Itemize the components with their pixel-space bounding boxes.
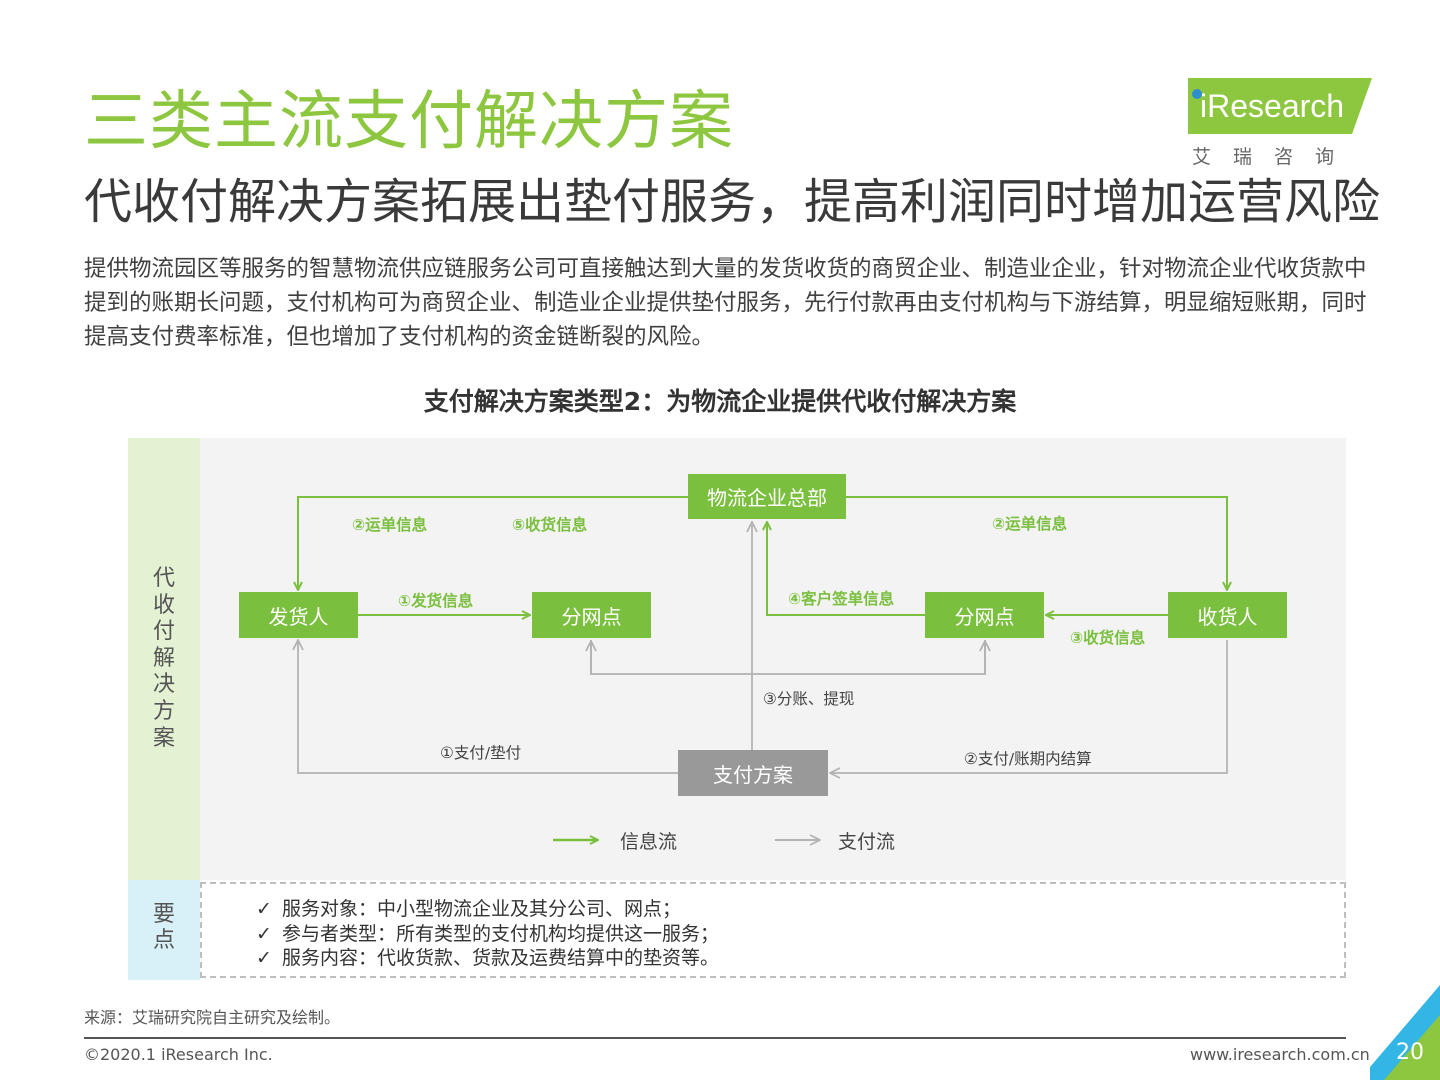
- corner-green-shape: [1384, 1015, 1440, 1080]
- logo-dot-icon: [1192, 89, 1202, 99]
- flow-branch-to-hq: [767, 522, 925, 616]
- page-title: 三类主流支付解决方案: [84, 85, 734, 159]
- source-note: 来源：艾瑞研究院自主研究及绘制。: [84, 1008, 341, 1027]
- keypoint-item: 服务对象：中小型物流企业及其分公司、网点；: [256, 897, 719, 922]
- side-label-text: 代收付解决方案: [152, 566, 175, 751]
- node-branch-left: 分网点: [532, 592, 651, 638]
- legend-info-label: 信息流: [620, 831, 678, 853]
- side-label-panel: [128, 438, 200, 880]
- logo-text: iResearch: [1200, 88, 1345, 124]
- label-waybill-right: ②运单信息: [992, 515, 1068, 533]
- logo-subtitle: 艾瑞咨询: [1192, 146, 1357, 168]
- legend-payment-label: 支付流: [838, 831, 896, 853]
- label-receipt-top: ⑤收货信息: [512, 516, 588, 534]
- page-number: 20: [1396, 1040, 1424, 1065]
- label-waybill-left: ②运单信息: [352, 516, 428, 534]
- keypoint-label-panel: [128, 880, 200, 980]
- keypoint-item: 服务内容：代收货款、货款及运费结算中的垫资等。: [256, 946, 719, 971]
- pay-flow-advance: [298, 640, 678, 774]
- node-hq: 物流企业总部: [688, 474, 846, 519]
- label-settle: ②支付/账期内结算: [964, 750, 1092, 768]
- flow-hq-to-receiver: [846, 496, 1227, 590]
- footer-divider: [84, 1037, 1346, 1039]
- label-shipping-info: ①发货信息: [398, 592, 474, 610]
- keypoint-item: 参与者类型：所有类型的支付机构均提供这一服务；: [256, 922, 719, 947]
- corner-decoration: [1370, 985, 1440, 1080]
- intro-paragraph: 提供物流园区等服务的智慧物流供应链服务公司可直接触达到大量的发货收货的商贸企业、…: [84, 256, 1367, 350]
- label-sign-info: ④客户签单信息: [788, 590, 895, 608]
- copyright: ©2020.1 iResearch Inc.: [84, 1045, 273, 1064]
- diagram-title: 支付解决方案类型2：为物流企业提供代收付解决方案: [423, 387, 1017, 416]
- label-split: ③分账、提现: [763, 690, 855, 708]
- keypoint-list: 服务对象：中小型物流企业及其分公司、网点； 参与者类型：所有类型的支付机构均提供…: [256, 897, 719, 971]
- pay-flow-settle: [830, 640, 1228, 773]
- logo-banner: [1188, 78, 1372, 134]
- node-shipper: 发货人: [239, 592, 358, 638]
- node-branch-right: 分网点: [925, 592, 1044, 638]
- website-link[interactable]: www.iresearch.com.cn: [1190, 1045, 1370, 1064]
- keypoint-label: 要点: [152, 902, 175, 953]
- keypoint-box: [200, 882, 1346, 978]
- pay-flow-split: [590, 640, 986, 675]
- label-advance: ①支付/垫付: [440, 744, 522, 762]
- node-receiver: 收货人: [1168, 592, 1287, 638]
- node-payment: 支付方案: [678, 750, 828, 796]
- page-subtitle: 代收付解决方案拓展出垫付服务，提高利润同时增加运营风险: [84, 174, 1381, 230]
- label-receipt-right: ③收货信息: [1070, 629, 1146, 647]
- iresearch-logo: [1188, 78, 1372, 134]
- flow-hq-to-shipper: [298, 496, 688, 590]
